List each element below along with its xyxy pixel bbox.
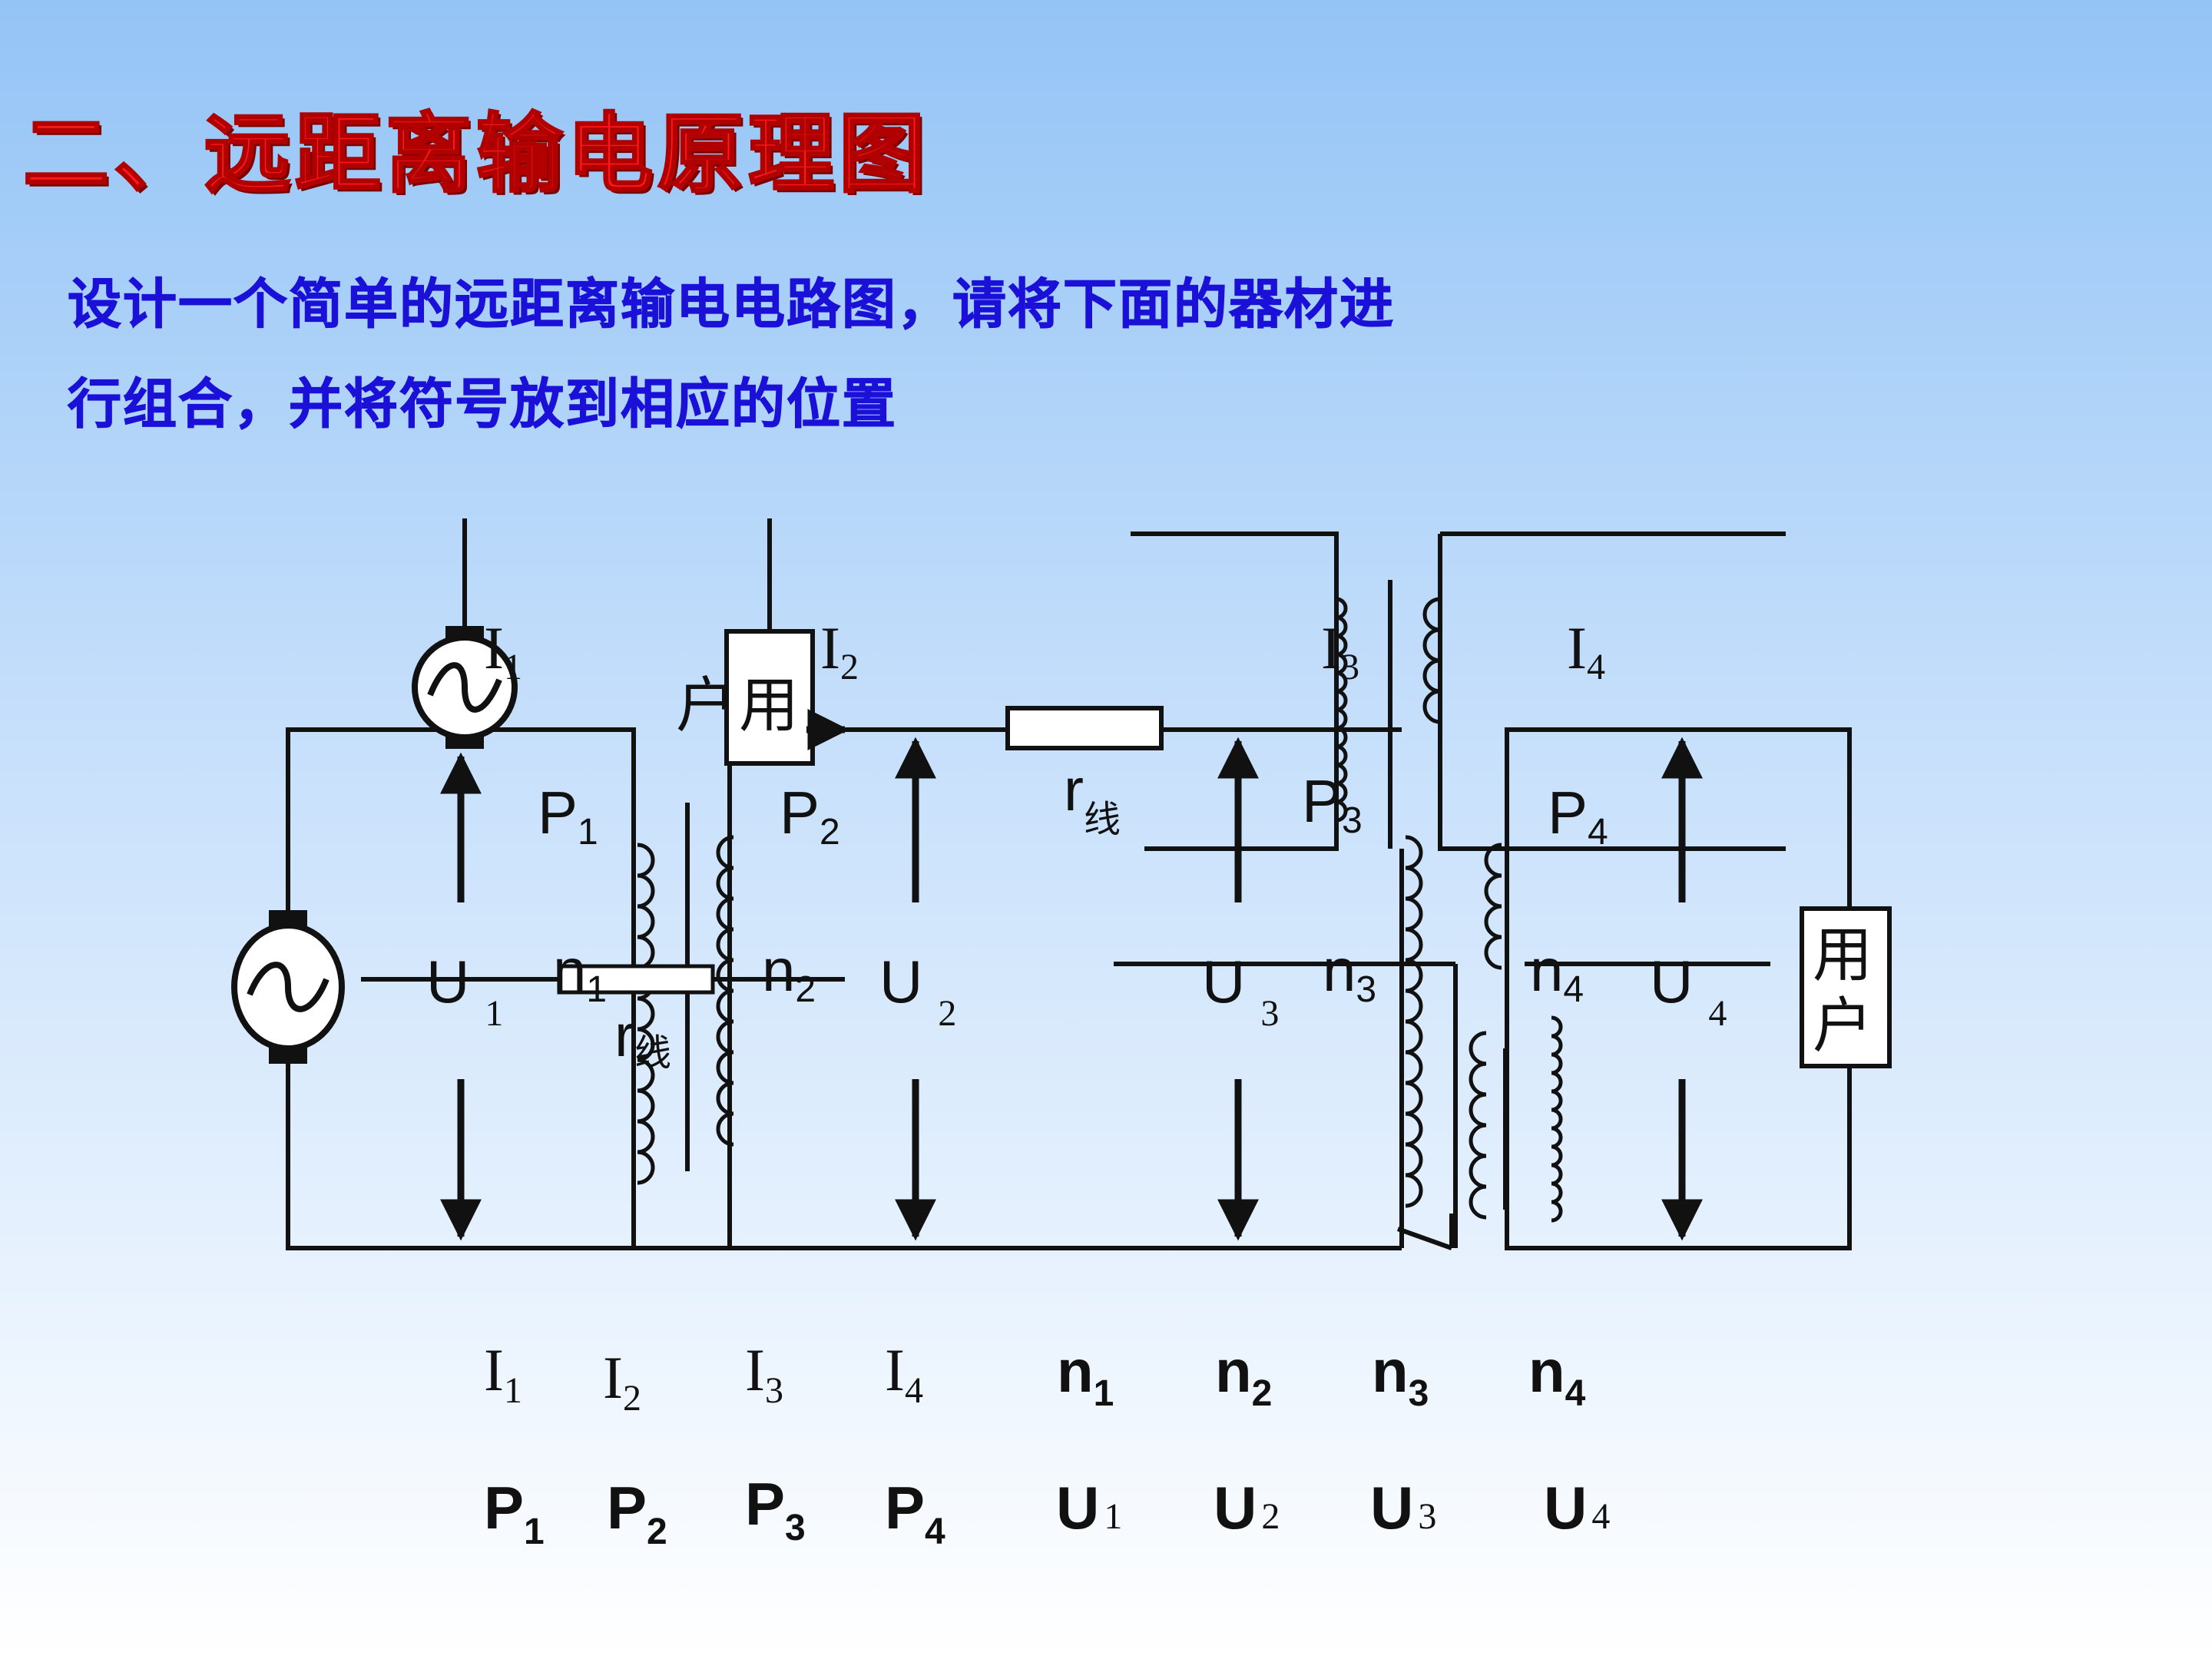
label-n3: n3 bbox=[1323, 936, 1376, 1010]
label-P4: P4 bbox=[1548, 779, 1608, 853]
palette-symbol-n3[interactable]: n3 bbox=[1372, 1337, 1429, 1414]
ac-generator-icon bbox=[412, 626, 518, 749]
label-I2: I2 bbox=[820, 614, 859, 687]
palette-symbol-P4[interactable]: P4 bbox=[885, 1474, 945, 1552]
ac-generator-icon bbox=[231, 910, 345, 1064]
instruction-line-2: 行组合，并将符号放到相应的位置 bbox=[68, 373, 897, 436]
label-n4: n4 bbox=[1530, 936, 1584, 1010]
palette-symbol-I4[interactable]: I4 bbox=[885, 1336, 923, 1411]
user-load-box bbox=[724, 629, 815, 766]
user-label: 户 bbox=[1813, 992, 1873, 1061]
palette-symbol-I1[interactable]: I1 bbox=[484, 1336, 522, 1411]
label-P1: P1 bbox=[538, 779, 598, 853]
palette-symbol-P2[interactable]: P2 bbox=[607, 1474, 667, 1552]
label-r-line: r线 bbox=[1064, 756, 1121, 841]
palette-symbol-I3[interactable]: I3 bbox=[745, 1336, 783, 1411]
user-load-box bbox=[1800, 906, 1892, 1068]
palette-symbol-n1[interactable]: n1 bbox=[1057, 1337, 1114, 1414]
user-label: 用 bbox=[1813, 921, 1873, 990]
label-I3: I3 bbox=[1321, 614, 1359, 687]
label-I1: I1 bbox=[484, 614, 522, 687]
resistor-icon bbox=[557, 964, 715, 995]
wires bbox=[286, 518, 1852, 1250]
instruction-line-1: 设计一个简单的远距离输电电路图，请将下面的器材进 bbox=[68, 273, 1395, 336]
palette-symbol-P1[interactable]: P1 bbox=[484, 1474, 545, 1552]
arrow-icon bbox=[440, 709, 1703, 1241]
transformer-coil-icon bbox=[637, 597, 1563, 1223]
page-title: 二、远距离输电原理图 bbox=[22, 104, 929, 206]
palette-symbol-I2[interactable]: I2 bbox=[603, 1344, 641, 1419]
label-I4: I4 bbox=[1567, 614, 1605, 687]
palette-symbol-n2[interactable]: n2 bbox=[1215, 1337, 1272, 1414]
user-label: 户用 bbox=[676, 671, 799, 740]
label-P2: P2 bbox=[780, 779, 840, 853]
label-r-line: r线 bbox=[614, 1002, 671, 1075]
label-P3: P3 bbox=[1302, 767, 1363, 841]
palette-symbol-n4[interactable]: n4 bbox=[1528, 1337, 1586, 1414]
resistor-icon bbox=[1005, 706, 1164, 750]
palette-symbol-P3[interactable]: P3 bbox=[745, 1470, 806, 1548]
label-n2: n2 bbox=[762, 936, 816, 1010]
label-n1: n1 bbox=[553, 936, 607, 1010]
